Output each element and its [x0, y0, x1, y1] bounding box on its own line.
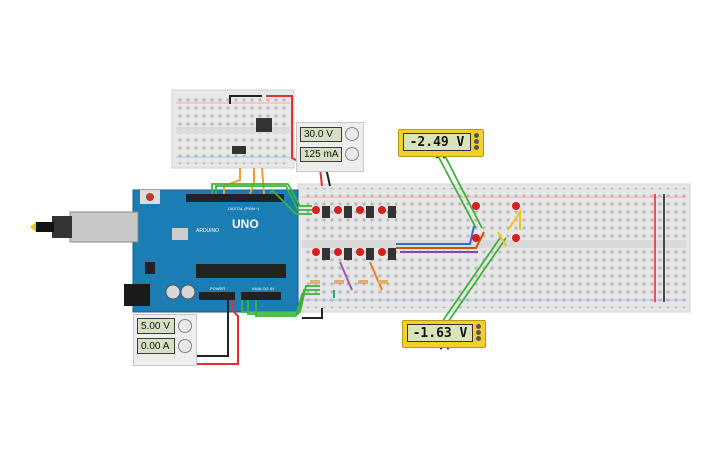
supply-bottom-voltage-display: 5.00 V — [137, 318, 175, 334]
power-label: POWER — [210, 286, 225, 291]
wires-green — [211, 151, 507, 323]
power-supply-top[interactable]: 30.0 V 125 mA — [296, 122, 364, 172]
led-cluster[interactable] — [312, 202, 520, 256]
switch[interactable] — [232, 146, 246, 154]
small-breadboard[interactable] — [171, 89, 295, 169]
digital-label: DIGITAL (PWM~) — [228, 206, 260, 211]
analog-label: ANALOG IN — [252, 286, 274, 291]
current-knob-icon[interactable] — [345, 147, 359, 161]
usb-connector[interactable] — [30, 211, 139, 243]
wires-breadboard — [333, 208, 521, 298]
power-supply-bottom[interactable]: 5.00 V 0.00 A — [133, 314, 197, 366]
transistors[interactable] — [322, 206, 396, 260]
pushbutton[interactable] — [256, 118, 272, 132]
meter-top-terminals-icon — [474, 133, 479, 151]
meter-bottom-terminals-icon — [476, 324, 481, 342]
arduino-model: UNO — [232, 217, 259, 231]
multimeter-top[interactable]: -2.49 V — [398, 129, 484, 157]
current-knob-icon[interactable] — [178, 339, 192, 353]
meter-top-display: -2.49 V — [403, 133, 471, 151]
voltage-knob-icon[interactable] — [178, 319, 192, 333]
arduino-brand: ARDUINO — [196, 228, 219, 234]
supply-top-voltage-display: 30.0 V — [300, 127, 342, 142]
arduino-board[interactable] — [132, 189, 299, 313]
multimeter-bottom[interactable]: -1.63 V — [402, 320, 486, 348]
meter-bottom-display: -1.63 V — [407, 324, 473, 342]
supply-bottom-current-display: 0.00 A — [137, 338, 175, 354]
power-jack[interactable] — [124, 284, 150, 306]
voltage-knob-icon[interactable] — [345, 127, 359, 141]
supply-top-current-display: 125 mA — [300, 147, 342, 162]
wires-orange — [223, 167, 265, 195]
